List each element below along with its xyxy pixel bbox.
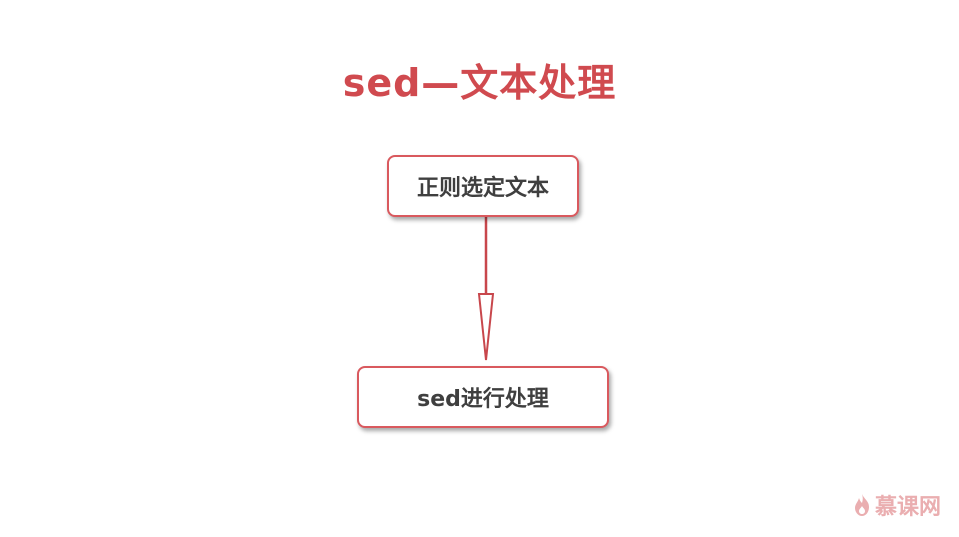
node-sed-process-label: sed进行处理	[417, 387, 549, 412]
flame-logo-icon	[854, 494, 869, 516]
diagram-title: sed—文本处理	[342, 61, 617, 105]
brand-name: 慕课网	[874, 495, 941, 520]
node-select-text-label: 正则选定文本	[416, 176, 549, 201]
node-sed-process: sed进行处理	[357, 366, 609, 428]
node-select-text: 正则选定文本	[387, 155, 579, 217]
brand-watermark: 慕课网	[853, 489, 941, 521]
